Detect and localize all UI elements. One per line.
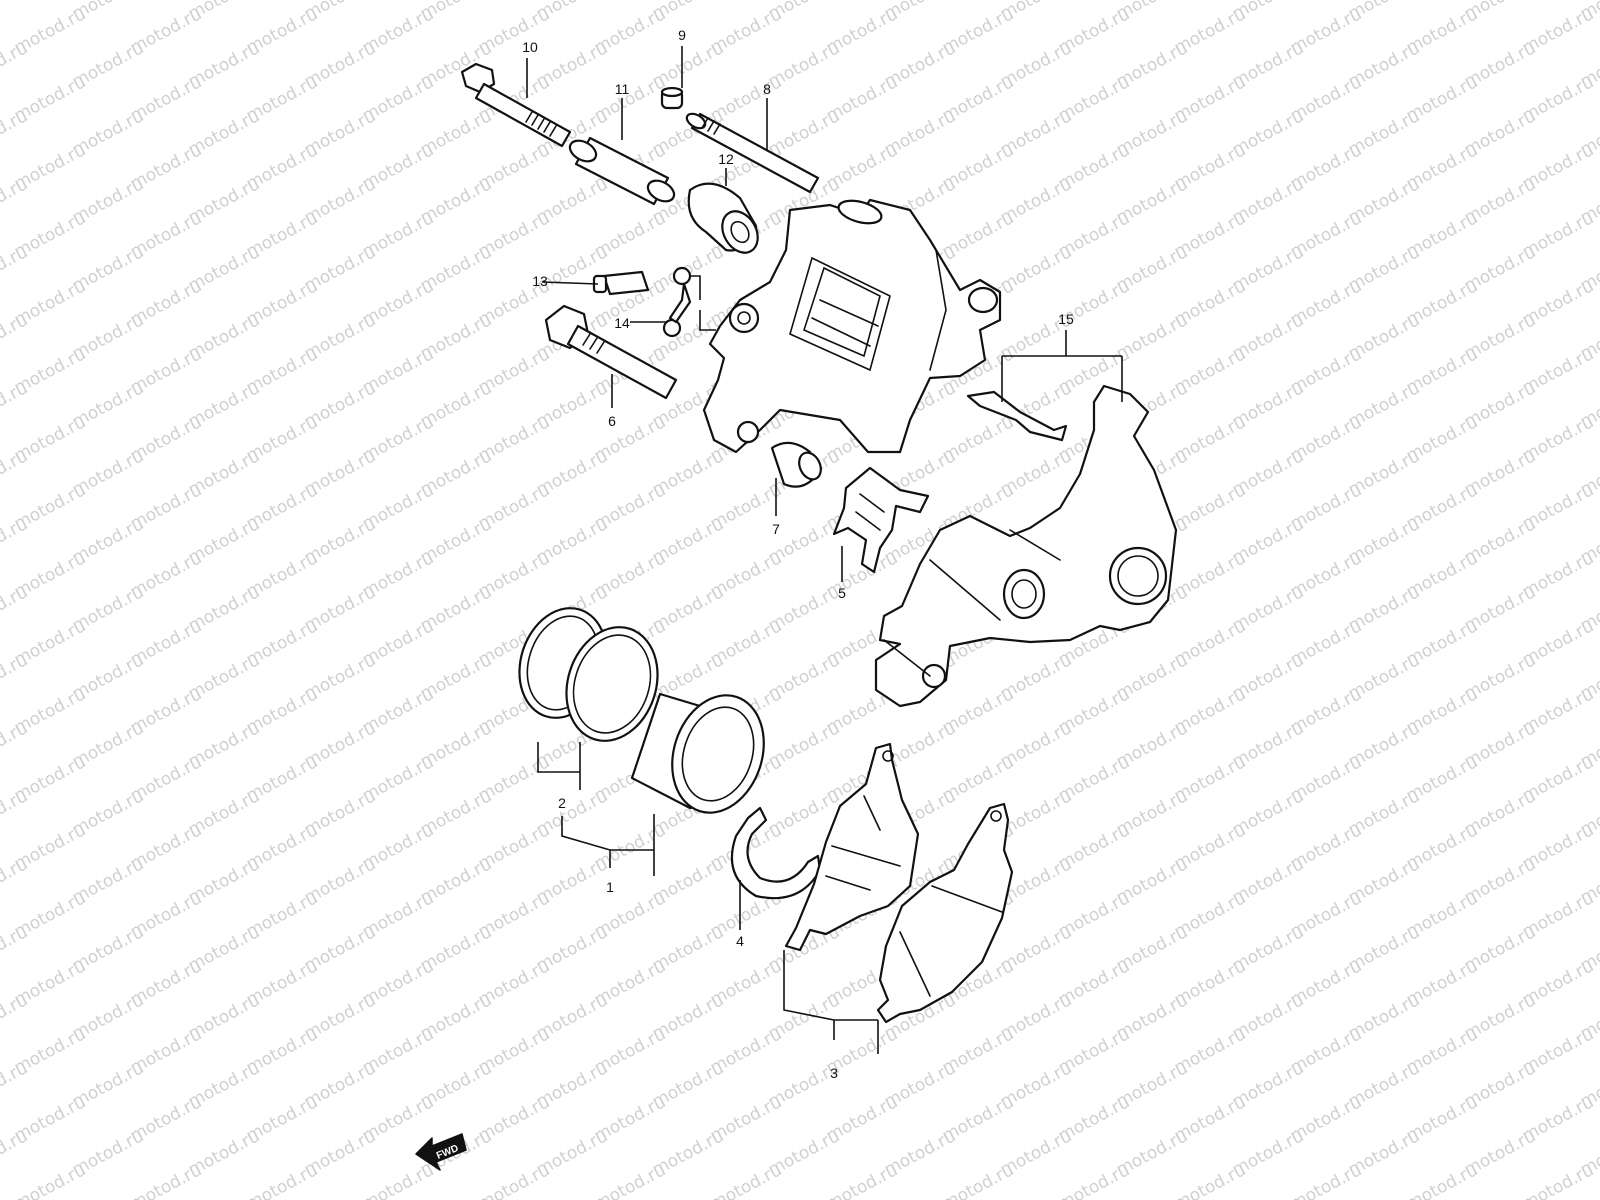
callout-5: 5 [838,585,846,601]
watermark-text: motod.ru [591,1160,669,1200]
callout-12: 12 [718,151,734,167]
part-4-shim [730,806,822,900]
watermark-text: motod.ru [359,1160,437,1200]
part-15-bracket [874,384,1178,708]
part-10-bolt [460,62,572,148]
callout-10: 10 [522,39,538,55]
fwd-arrow-icon: FWD [415,1133,467,1171]
watermark-text: motod.ru [823,1160,901,1200]
watermark-text: motod.ru [1287,1160,1365,1200]
part-12-boot [687,182,759,254]
callout-1: 1 [606,879,614,895]
watermark-text: motod.ru [1403,1160,1481,1200]
part-1-piston [630,692,765,814]
callout-labels: 10 9 11 8 12 13 14 6 7 5 15 2 1 4 3 [522,27,1074,1081]
callout-15: 15 [1058,311,1074,327]
part-2-seals [518,607,659,742]
watermark-text: motod.ru [1519,1160,1597,1200]
watermark-text: motod.ru [1055,1160,1133,1200]
callout-14: 14 [614,315,630,331]
part-13-bleeder [592,270,650,296]
watermark-text: motod.ru [0,0,31,24]
part-6-slide-bolt [544,304,678,400]
part-5-pad-spring [832,466,930,574]
caliper-body [702,198,1002,454]
callout-11: 11 [615,81,630,97]
callout-3: 3 [830,1065,838,1081]
part-7-boot [770,441,822,488]
watermark-text: motod.ru [127,1160,205,1200]
callout-6: 6 [608,413,616,429]
part-3-brake-pads [784,742,1014,1024]
watermark-text: motod.ru [707,1160,785,1200]
part-8-pin [685,112,820,194]
callout-2: 2 [558,795,566,811]
part-11-sleeve [568,136,676,206]
watermark-text: motod.ru [939,1160,1017,1200]
watermark-text: motod.ru [1171,1160,1249,1200]
watermark-text: motod.ru [11,1160,89,1200]
watermark-text: motod.ru [1577,0,1600,24]
callout-7: 7 [772,521,780,537]
part-14-clip [662,266,692,338]
watermark-text: motod.ru [243,1160,321,1200]
part-9-cap [660,86,684,110]
callout-4: 4 [736,933,744,949]
watermark-text: motod.ru [475,1160,553,1200]
callout-9: 9 [678,27,686,43]
leader-lines [526,46,1123,1054]
callout-13: 13 [532,273,548,289]
callout-8: 8 [763,81,771,97]
